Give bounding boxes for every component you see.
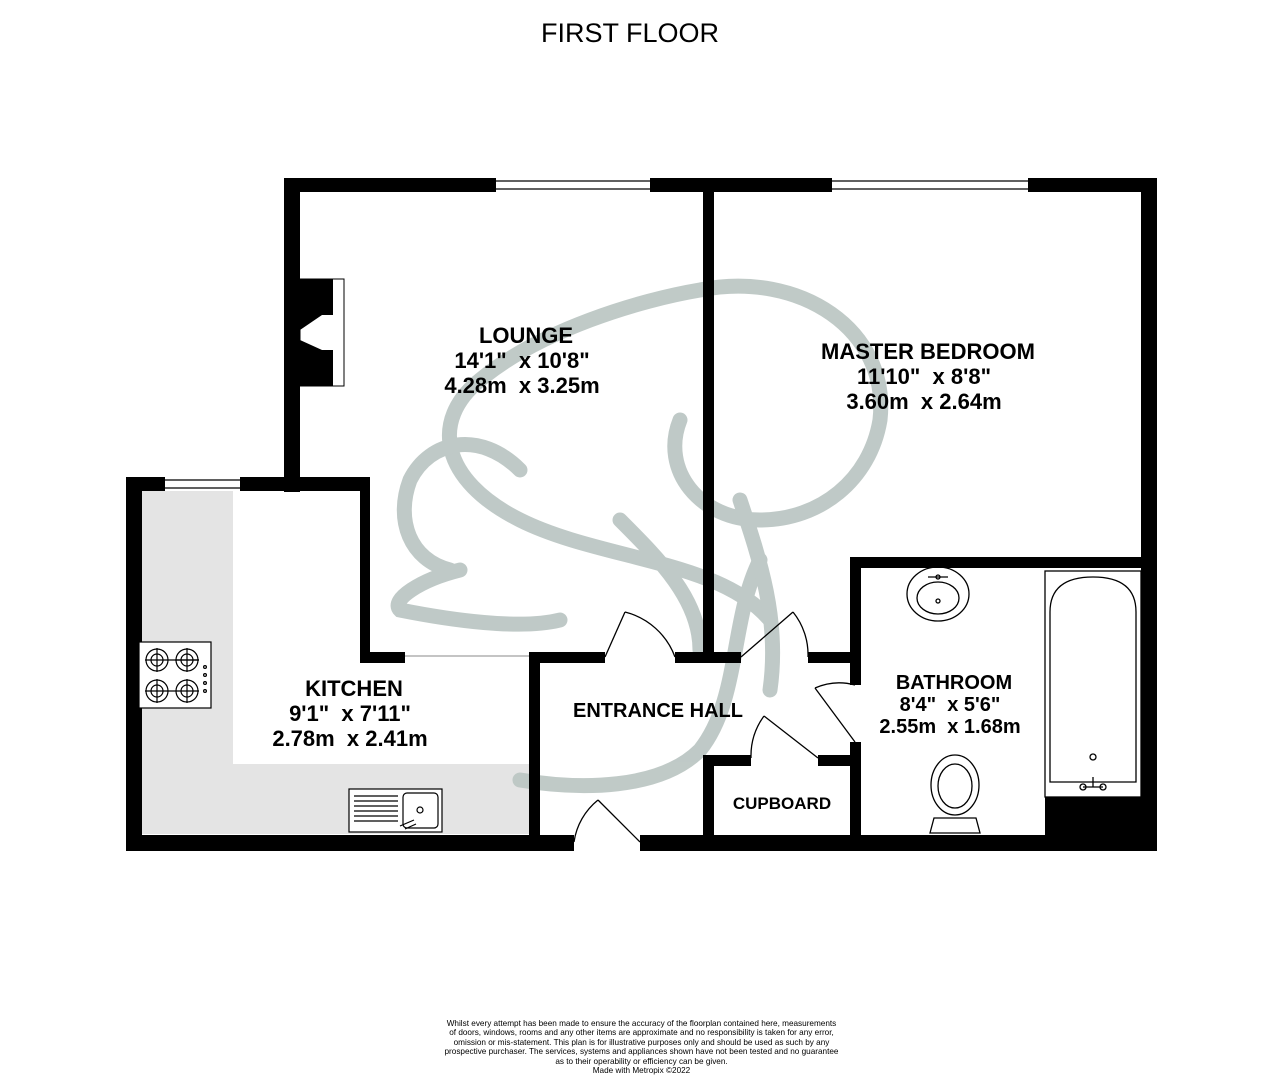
front-door-icon [573, 799, 641, 843]
disclaimer-line: omission or mis-statement. This plan is … [453, 1037, 830, 1047]
room-dimensions-imperial: 9'1" x 7'11" [289, 701, 411, 726]
windows [165, 180, 1028, 489]
watermark-logo [390, 278, 889, 794]
walls [126, 178, 1157, 851]
basin-icon [906, 566, 970, 622]
room-name: BATHROOM [896, 672, 1012, 694]
cupboard-door-icon [750, 715, 819, 759]
disclaimer-line: of doors, windows, rooms and any other i… [449, 1028, 834, 1038]
fireplace-icon [299, 278, 345, 387]
kitchen-worktop [141, 491, 530, 834]
room-name: MASTER BEDROOM [821, 339, 1035, 364]
room-dimensions-metric: 3.60m x 2.64m [846, 389, 1001, 414]
disclaimer-line: as to their operability or efficiency ca… [555, 1056, 728, 1066]
floor-title: FIRST FLOOR [541, 18, 719, 48]
bath-icon [1044, 570, 1142, 798]
room-lounge: LOUNGE 14'1" x 10'8" 4.28m x 3.25m [444, 323, 599, 398]
disclaimer-line: Whilst every attempt has been made to en… [446, 1019, 837, 1028]
room-dimensions-metric: 2.55m x 1.68m [879, 716, 1020, 738]
disclaimer-line: prospective purchaser. The services, sys… [444, 1047, 839, 1057]
toilet-icon [929, 754, 981, 834]
lounge-door-icon [604, 611, 676, 658]
doors [573, 611, 856, 843]
room-dimensions-imperial: 8'4" x 5'6" [900, 694, 1001, 716]
room-name: CUPBOARD [733, 794, 831, 813]
bathroom-door-icon [814, 682, 856, 743]
sink-icon [348, 788, 443, 833]
room-cupboard: CUPBOARD [733, 794, 831, 813]
room-dimensions-imperial: 14'1" x 10'8" [454, 348, 589, 373]
room-bathroom: BATHROOM 8'4" x 5'6" 2.55m x 1.68m [879, 672, 1020, 738]
room-dimensions-imperial: 11'10" x 8'8" [857, 364, 991, 389]
room-kitchen: KITCHEN 9'1" x 7'11" 2.78m x 2.41m [272, 676, 427, 751]
bedroom-door-icon [740, 611, 809, 658]
room-name: KITCHEN [305, 676, 403, 701]
disclaimer-line: Made with Metropix ©2022 [592, 1066, 691, 1076]
hob-icon [138, 641, 212, 709]
room-entrance-hall: ENTRANCE HALL [573, 700, 743, 722]
disclaimer-text: Whilst every attempt has been made to en… [400, 1019, 883, 1075]
room-master-bedroom: MASTER BEDROOM 11'10" x 8'8" 3.60m x 2.6… [821, 339, 1035, 414]
room-name: LOUNGE [479, 323, 573, 348]
room-name: ENTRANCE HALL [573, 700, 743, 722]
room-dimensions-metric: 2.78m x 2.41m [272, 726, 427, 751]
room-dimensions-metric: 4.28m x 3.25m [444, 373, 599, 398]
